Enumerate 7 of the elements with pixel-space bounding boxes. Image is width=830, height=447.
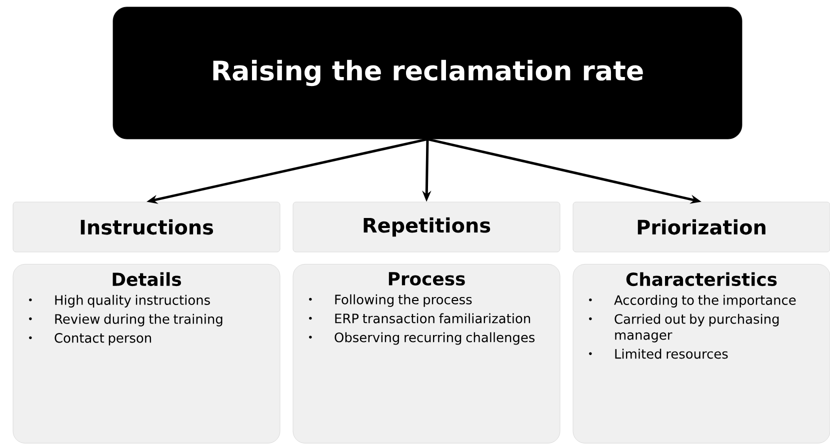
detail-card: Details High quality instructions Review during the training Contact person (12, 264, 280, 444)
category-box: Priorization (572, 202, 830, 252)
category-box: Repetitions (292, 202, 560, 252)
title-box: Raising the reclamation rate (112, 6, 742, 140)
detail-card: Characteristics According to the importance Carried out by purchasing manager Limited resources (572, 264, 830, 444)
detail-card: Process Following the process ERP transaction familiarization Observing recurring challenges (292, 264, 560, 444)
category-box: Instructions (12, 202, 280, 252)
